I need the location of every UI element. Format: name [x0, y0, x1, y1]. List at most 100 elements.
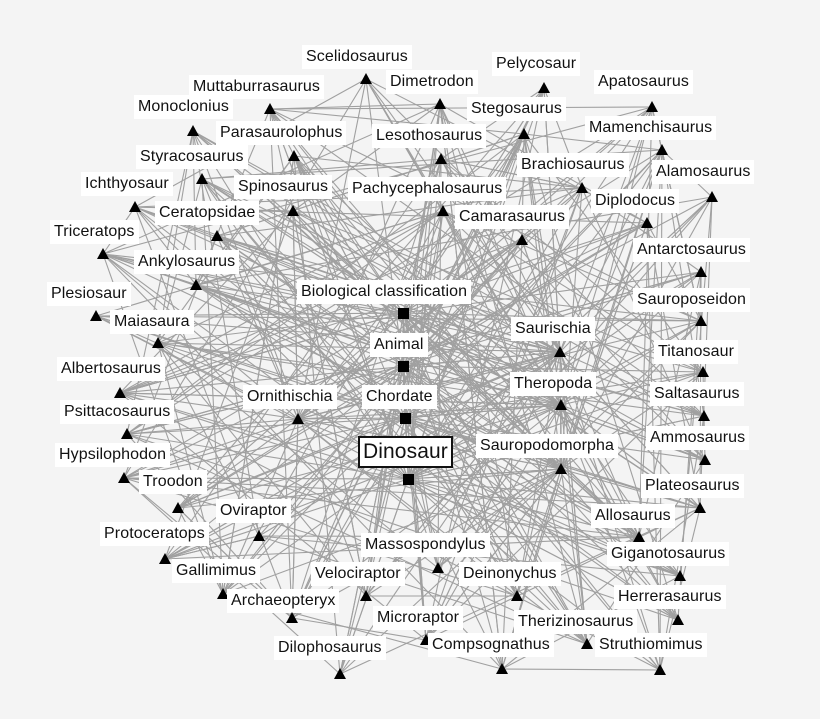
triangle-marker-icon[interactable] [292, 413, 304, 424]
triangle-marker-icon[interactable] [152, 337, 164, 348]
triangle-marker-icon[interactable] [697, 366, 709, 377]
node-label-archaeopteryx[interactable]: Archaeopteryx [227, 589, 340, 613]
node-label-therizinosaurus[interactable]: Therizinosaurus [514, 610, 638, 634]
triangle-marker-icon[interactable] [190, 279, 202, 290]
node-label-monoclonius[interactable]: Monoclonius [134, 95, 233, 119]
triangle-marker-icon[interactable] [253, 530, 265, 541]
triangle-marker-icon[interactable] [496, 663, 508, 674]
node-label-mamenchisaurus[interactable]: Mamenchisaurus [585, 116, 717, 140]
node-label-saltasaurus[interactable]: Saltasaurus [650, 382, 744, 406]
node-label-giganotosaurus[interactable]: Giganotosaurus [607, 542, 730, 566]
triangle-marker-icon[interactable] [264, 103, 276, 114]
node-label-lesothosaurus[interactable]: Lesothosaurus [372, 124, 487, 148]
node-label-troodon[interactable]: Troodon [139, 470, 207, 494]
node-label-saurischia[interactable]: Saurischia [511, 317, 595, 341]
node-label-struthiomimus[interactable]: Struthiomimus [595, 633, 707, 657]
node-label-plateosaurus[interactable]: Plateosaurus [641, 474, 744, 498]
node-label-massospondylus[interactable]: Massospondylus [361, 533, 490, 557]
triangle-marker-icon[interactable] [646, 101, 658, 112]
triangle-marker-icon[interactable] [437, 205, 449, 216]
triangle-marker-icon[interactable] [434, 98, 446, 109]
node-label-antarctosaurus[interactable]: Antarctosaurus [633, 238, 751, 262]
triangle-marker-icon[interactable] [420, 634, 432, 645]
triangle-marker-icon[interactable] [114, 387, 126, 398]
node-label-hypsilophodon[interactable]: Hypsilophodon [55, 443, 171, 467]
triangle-marker-icon[interactable] [287, 205, 299, 216]
square-marker-icon[interactable] [398, 308, 409, 319]
node-label-dimetrodon[interactable]: Dimetrodon [386, 70, 478, 94]
node-label-ichthyosaur[interactable]: Ichthyosaur [81, 172, 173, 196]
triangle-marker-icon[interactable] [360, 73, 372, 84]
node-label-parasaurolophus[interactable]: Parasaurolophus [216, 121, 347, 145]
triangle-marker-icon[interactable] [633, 531, 645, 542]
node-label-pelycosaur[interactable]: Pelycosaur [492, 52, 581, 76]
node-label-apatosaurus[interactable]: Apatosaurus [594, 70, 693, 94]
triangle-marker-icon[interactable] [286, 612, 298, 623]
node-label-ornithischia[interactable]: Ornithischia [243, 385, 337, 409]
node-label-camarasaurus[interactable]: Camarasaurus [455, 205, 570, 229]
node-label-ankylosaurus[interactable]: Ankylosaurus [134, 250, 240, 274]
triangle-marker-icon[interactable] [555, 463, 567, 474]
node-label-titanosaur[interactable]: Titanosaur [654, 340, 738, 364]
triangle-marker-icon[interactable] [695, 266, 707, 277]
node-label-maiasaura[interactable]: Maiasaura [110, 310, 194, 334]
node-label-oviraptor[interactable]: Oviraptor [216, 499, 291, 523]
node-label-chordate[interactable]: Chordate [362, 385, 437, 409]
node-label-triceratops[interactable]: Triceratops [50, 220, 139, 244]
triangle-marker-icon[interactable] [695, 315, 707, 326]
triangle-marker-icon[interactable] [555, 399, 567, 410]
triangle-marker-icon[interactable] [90, 310, 102, 321]
triangle-marker-icon[interactable] [694, 502, 706, 513]
node-label-pachycephalosaurus[interactable]: Pachycephalosaurus [348, 177, 507, 201]
triangle-marker-icon[interactable] [641, 217, 653, 228]
node-label-stegosaurus[interactable]: Stegosaurus [467, 97, 566, 121]
triangle-marker-icon[interactable] [360, 590, 372, 601]
triangle-marker-icon[interactable] [698, 410, 710, 421]
square-marker-icon[interactable] [398, 361, 409, 372]
node-label-alamosaurus[interactable]: Alamosaurus [652, 160, 755, 184]
triangle-marker-icon[interactable] [118, 472, 130, 483]
node-label-protoceratops[interactable]: Protoceratops [100, 522, 209, 546]
triangle-marker-icon[interactable] [511, 590, 523, 601]
node-label-ammosaurus[interactable]: Ammosaurus [646, 426, 750, 450]
node-label-sauropodomorpha[interactable]: Sauropodomorpha [476, 434, 619, 458]
node-label-brachiosaurus[interactable]: Brachiosaurus [517, 153, 629, 177]
node-label-microraptor[interactable]: Microraptor [373, 606, 464, 630]
node-label-scelidosaurus[interactable]: Scelidosaurus [302, 45, 412, 69]
node-label-diplodocus[interactable]: Diplodocus [591, 189, 680, 213]
triangle-marker-icon[interactable] [656, 144, 668, 155]
triangle-marker-icon[interactable] [518, 128, 530, 139]
triangle-marker-icon[interactable] [538, 82, 550, 93]
node-label-theropoda[interactable]: Theropoda [510, 372, 597, 396]
node-label-psittacosaurus[interactable]: Psittacosaurus [60, 400, 175, 424]
node-label-biological-classification[interactable]: Biological classification [297, 280, 472, 304]
square-marker-icon[interactable] [403, 474, 414, 485]
triangle-marker-icon[interactable] [706, 191, 718, 202]
node-label-herrerasaurus[interactable]: Herrerasaurus [614, 585, 726, 609]
triangle-marker-icon[interactable] [187, 125, 199, 136]
triangle-marker-icon[interactable] [172, 502, 184, 513]
triangle-marker-icon[interactable] [699, 454, 711, 465]
triangle-marker-icon[interactable] [435, 153, 447, 164]
node-label-gallimimus[interactable]: Gallimimus [172, 559, 261, 583]
triangle-marker-icon[interactable] [121, 428, 133, 439]
node-label-velociraptor[interactable]: Velociraptor [311, 562, 405, 586]
node-label-dinosaur[interactable]: Dinosaur [358, 436, 453, 468]
node-label-ceratopsidae[interactable]: Ceratopsidae [155, 201, 260, 225]
node-label-sauropodeidon[interactable]: Sauroposeidon [633, 288, 750, 312]
triangle-marker-icon[interactable] [516, 234, 528, 245]
triangle-marker-icon[interactable] [581, 638, 593, 649]
triangle-marker-icon[interactable] [672, 614, 684, 625]
triangle-marker-icon[interactable] [654, 664, 666, 675]
node-label-deinonychus[interactable]: Deinonychus [459, 562, 561, 586]
triangle-marker-icon[interactable] [334, 668, 346, 679]
node-label-dilophosaurus[interactable]: Dilophosaurus [274, 636, 386, 660]
node-label-animal[interactable]: Animal [370, 333, 428, 357]
triangle-marker-icon[interactable] [159, 553, 171, 564]
node-label-allosaurus[interactable]: Allosaurus [591, 504, 675, 528]
triangle-marker-icon[interactable] [576, 182, 588, 193]
triangle-marker-icon[interactable] [432, 562, 444, 573]
node-label-compsognathus[interactable]: Compsognathus [428, 633, 554, 657]
node-label-styracosaurus[interactable]: Styracosaurus [136, 145, 248, 169]
triangle-marker-icon[interactable] [196, 173, 208, 184]
